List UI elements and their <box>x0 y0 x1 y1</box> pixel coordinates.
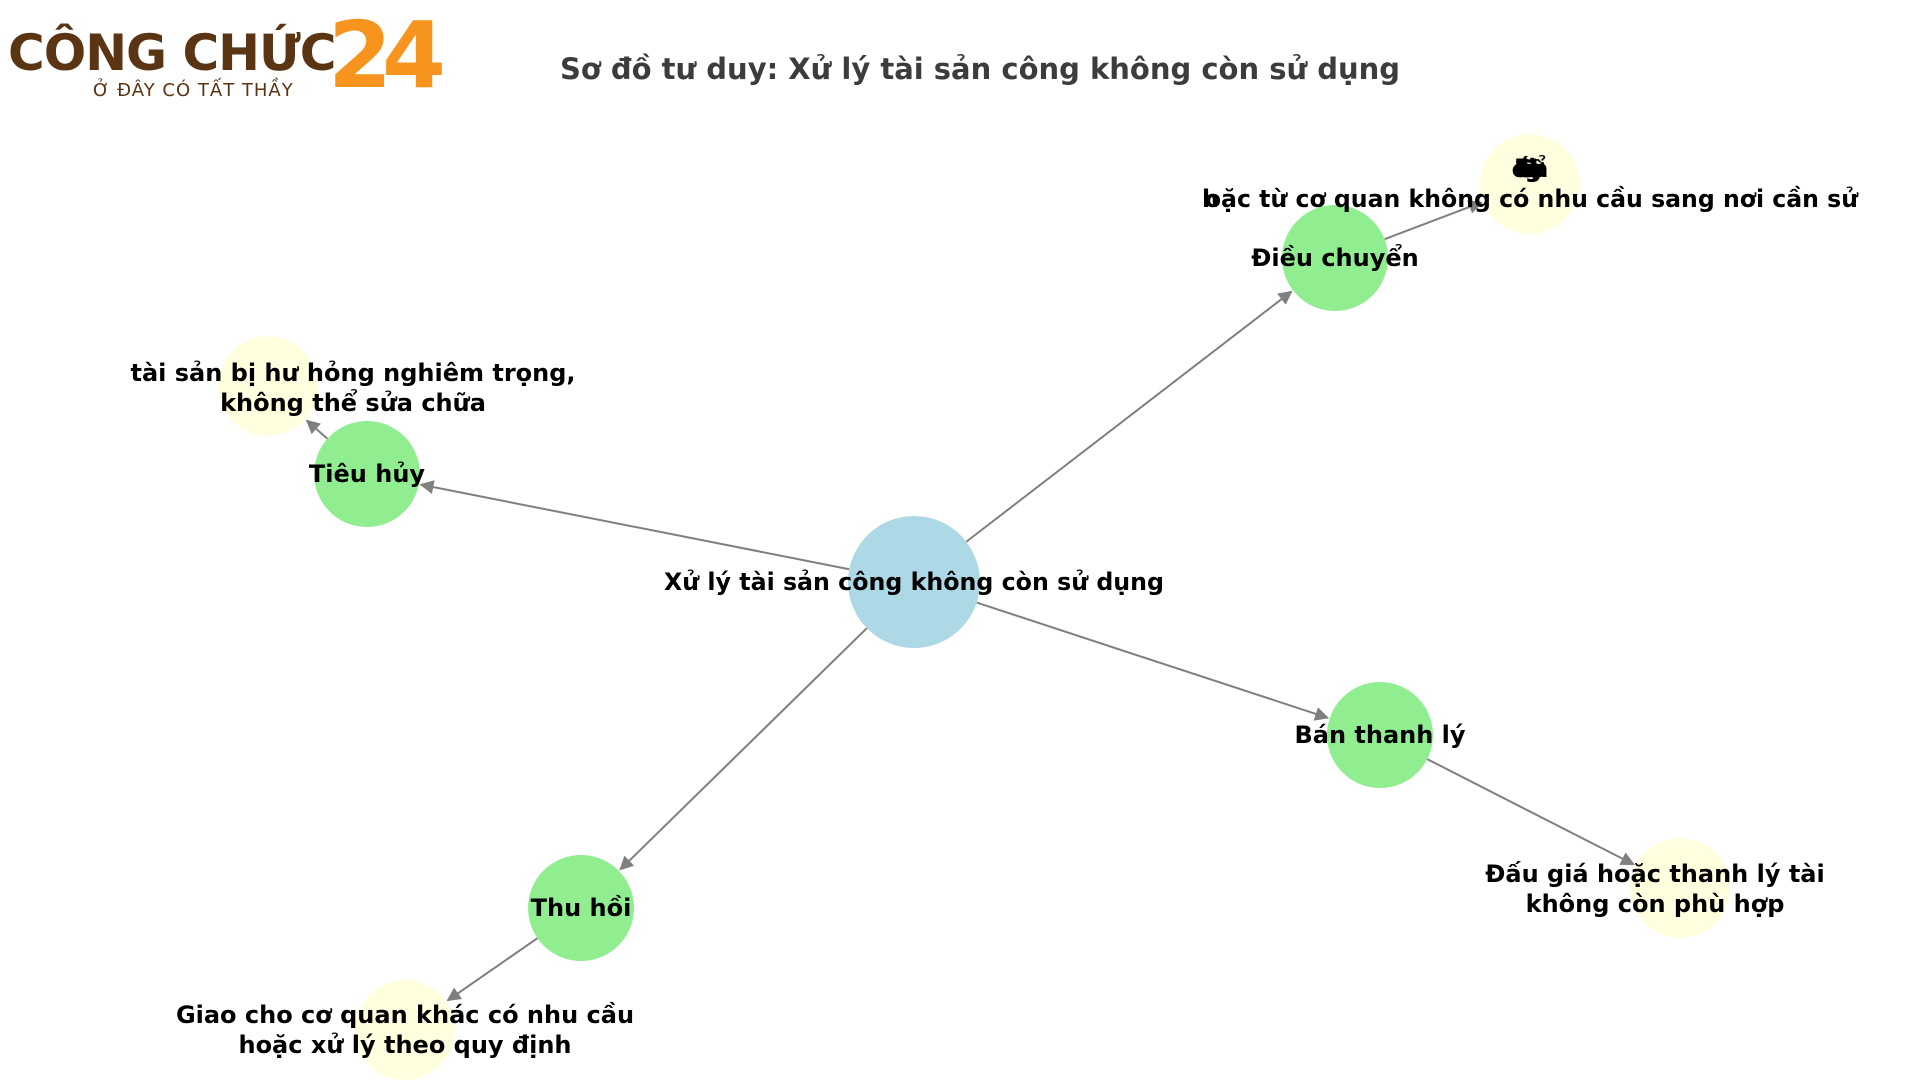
edge-dieu-chuyen-to-leaf-dieu-chuyen <box>1384 200 1483 241</box>
node-label-line: Xử lý tài sản công không còn sử dụng <box>664 568 1164 596</box>
logo-number: 24 <box>328 2 446 109</box>
node-label-line: Tiêu hủy <box>309 460 425 488</box>
node-root <box>848 516 980 648</box>
node-label-tieu-huy: Tiêu hủy <box>309 460 425 488</box>
node-label-line: Chuyển từ nơi thừa sang nơi thiếu <box>1512 153 1549 183</box>
edge-root-to-thu-hoi <box>619 627 868 871</box>
node-label-line: tài sản bị hư hỏng nghiêm trọng, <box>130 359 575 387</box>
brand-logo: CÔNG CHỨC Ở ĐÂY CÓ TẤT THẦY 24 <box>8 2 488 109</box>
page-title: Sơ đồ tư duy: Xử lý tài sản công không c… <box>560 52 1401 86</box>
node-label-thu-hoi: Thu hồi <box>531 894 632 922</box>
node-thu-hoi <box>528 855 634 961</box>
node-leaf-ban-thanh-ly <box>1630 838 1730 938</box>
edge-root-to-dieu-chuyen <box>965 290 1293 543</box>
node-label-line: không còn phù hợp <box>1526 890 1785 918</box>
logo-tagline: Ở ĐÂY CÓ TẤT THẦY <box>93 80 294 101</box>
node-label-root: Xử lý tài sản công không còn sử dụng <box>664 568 1164 596</box>
edge-tieu-huy-to-leaf-tieu-huy <box>305 419 329 440</box>
node-leaf-thu-hoi <box>355 980 455 1080</box>
logo-brand-text: CÔNG CHỨC <box>8 24 336 82</box>
node-label-line: hoặc từ cơ quan không có nhu cầu sang nơ… <box>1202 185 1859 213</box>
node-label-line: Điều chuyển <box>1251 242 1418 272</box>
edges-layer <box>305 200 1635 1002</box>
node-tieu-huy <box>314 421 420 527</box>
node-leaf-dieu-chuyen <box>1480 134 1580 234</box>
edge-root-to-tieu-huy <box>419 480 850 571</box>
node-ban-thanh-ly <box>1327 682 1433 788</box>
node-label-line: Thu hồi <box>531 894 632 922</box>
node-label-line: Giao cho cơ quan khác có nhu cầu <box>176 1001 634 1029</box>
edge-thu-hoi-to-leaf-thu-hoi <box>446 937 539 1002</box>
node-label-leaf-tieu-huy: tài sản bị hư hỏng nghiêm trọng,không th… <box>130 359 575 417</box>
node-label-ban-thanh-ly: Bán thanh lý <box>1294 721 1465 749</box>
node-label-line: không thể sửa chữa <box>220 387 486 417</box>
edge-root-to-ban-thanh-ly <box>976 601 1330 721</box>
logo-number-mark: 24 <box>328 2 488 109</box>
node-label-dieu-chuyen: Điều chuyển <box>1251 242 1418 272</box>
nodes-layer <box>218 134 1730 1080</box>
node-label-line: Bán thanh lý <box>1294 721 1465 749</box>
node-label-line: Đấu giá hoặc thanh lý tài <box>1485 860 1824 888</box>
node-leaf-tieu-huy <box>218 336 318 436</box>
node-label-line: hoặc xử lý theo quy định <box>238 1031 571 1059</box>
edge-ban-thanh-ly-to-leaf-ban-thanh-ly <box>1426 758 1635 866</box>
node-dieu-chuyen <box>1282 205 1388 311</box>
labels-layer: Xử lý tài sản công không còn sử dụng Điều… <box>130 153 1858 1059</box>
